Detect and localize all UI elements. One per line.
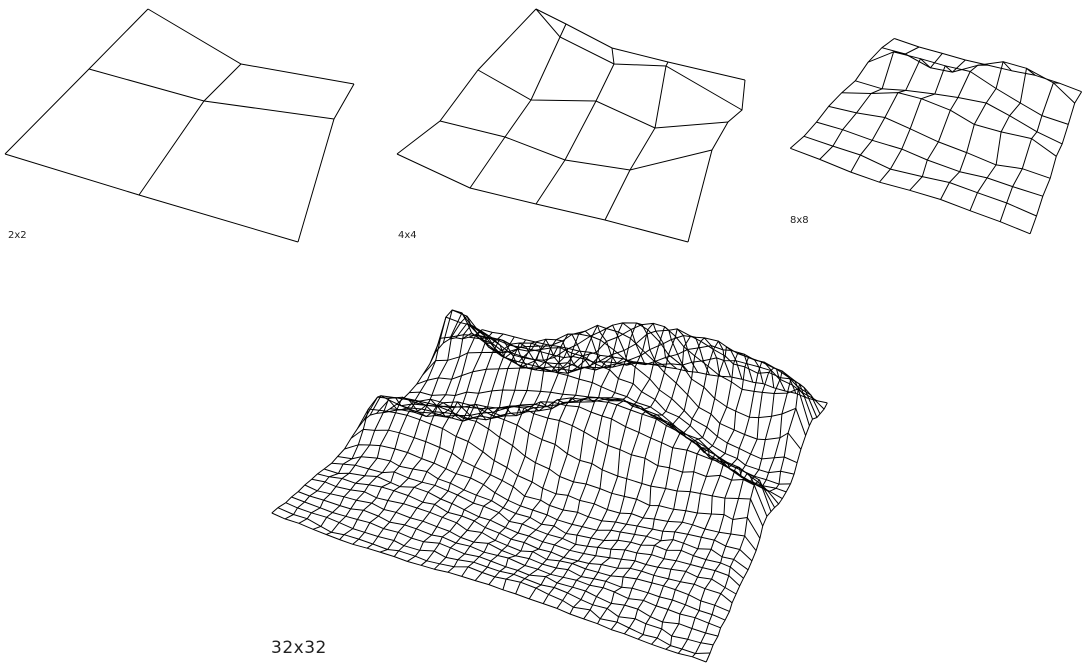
mesh-line bbox=[651, 367, 786, 645]
mesh-line bbox=[298, 491, 721, 629]
mesh-line bbox=[789, 38, 895, 149]
mesh-line bbox=[337, 456, 744, 579]
mesh-line bbox=[469, 23, 567, 189]
mesh-line bbox=[363, 396, 761, 539]
mesh-line bbox=[393, 342, 580, 557]
mesh-line bbox=[637, 361, 775, 640]
mesh-line bbox=[447, 330, 624, 573]
mesh-line bbox=[396, 153, 689, 243]
mesh-line bbox=[597, 346, 743, 624]
mesh-line bbox=[535, 47, 615, 205]
mesh-line bbox=[705, 402, 828, 663]
panel-label-4x4: 4x4 bbox=[398, 230, 417, 241]
mesh-line bbox=[311, 478, 730, 612]
mesh-line bbox=[556, 335, 710, 609]
mesh-line bbox=[439, 120, 713, 171]
mesh-line bbox=[542, 328, 699, 604]
mesh-line bbox=[1029, 91, 1083, 234]
mesh-line bbox=[828, 105, 1051, 179]
mesh-line bbox=[569, 337, 721, 615]
mesh-line bbox=[304, 484, 726, 621]
panel-label-32x32: 32x32 bbox=[271, 638, 327, 658]
mesh-line bbox=[406, 338, 591, 562]
mesh-line bbox=[969, 67, 1036, 211]
mesh-line bbox=[366, 343, 559, 549]
mesh-line bbox=[850, 53, 943, 173]
panel-label-8x8: 8x8 bbox=[790, 215, 809, 226]
wireframe-mesh-32x32 bbox=[271, 309, 828, 663]
mesh-line bbox=[433, 333, 613, 570]
mesh-line bbox=[687, 79, 746, 243]
mesh-line bbox=[396, 8, 537, 155]
mesh-line bbox=[790, 147, 1031, 235]
mesh-line bbox=[999, 82, 1060, 222]
mesh-line bbox=[277, 507, 711, 654]
mesh-line bbox=[474, 324, 645, 581]
wireframe-mesh-8x8 bbox=[789, 38, 1083, 235]
mesh-line bbox=[461, 324, 633, 577]
mesh-line bbox=[352, 338, 548, 545]
mesh-line bbox=[819, 46, 920, 160]
wireframe-mesh-4x4 bbox=[396, 8, 746, 243]
mesh-line bbox=[665, 370, 797, 650]
panel-label-2x2: 2x2 bbox=[8, 230, 27, 241]
mesh-line bbox=[502, 322, 667, 590]
mesh-line bbox=[271, 329, 483, 514]
mesh-line bbox=[298, 315, 504, 524]
mesh-line bbox=[515, 322, 678, 595]
mesh-line bbox=[879, 59, 966, 183]
mesh-line bbox=[692, 383, 818, 658]
mesh-line bbox=[855, 80, 1063, 145]
mesh-line bbox=[4, 153, 299, 243]
mesh-line bbox=[379, 342, 569, 553]
mesh-line bbox=[803, 135, 1037, 217]
mesh-line bbox=[610, 353, 754, 630]
mesh-line bbox=[535, 8, 746, 81]
mesh-line bbox=[488, 322, 656, 585]
mesh-line bbox=[528, 326, 689, 600]
mesh-line bbox=[312, 324, 515, 530]
mesh-line bbox=[477, 69, 729, 129]
mesh-line bbox=[326, 330, 527, 535]
wireframe-mesh-2x2 bbox=[4, 8, 355, 243]
mesh-line bbox=[350, 428, 753, 562]
mesh-line bbox=[624, 356, 764, 635]
mesh-line bbox=[138, 63, 242, 196]
mesh-line bbox=[481, 329, 828, 404]
mesh-line bbox=[331, 462, 741, 587]
mesh-line bbox=[604, 61, 669, 221]
mesh-line bbox=[867, 51, 1069, 125]
mesh-line bbox=[147, 8, 355, 85]
mesh-line bbox=[677, 378, 807, 654]
mesh-line bbox=[284, 309, 493, 520]
mesh-line bbox=[583, 340, 732, 620]
mesh-line bbox=[461, 332, 818, 418]
mesh-line bbox=[297, 83, 355, 243]
mesh-line bbox=[4, 8, 149, 155]
mesh-line bbox=[909, 64, 988, 191]
mesh-line bbox=[940, 61, 1012, 200]
